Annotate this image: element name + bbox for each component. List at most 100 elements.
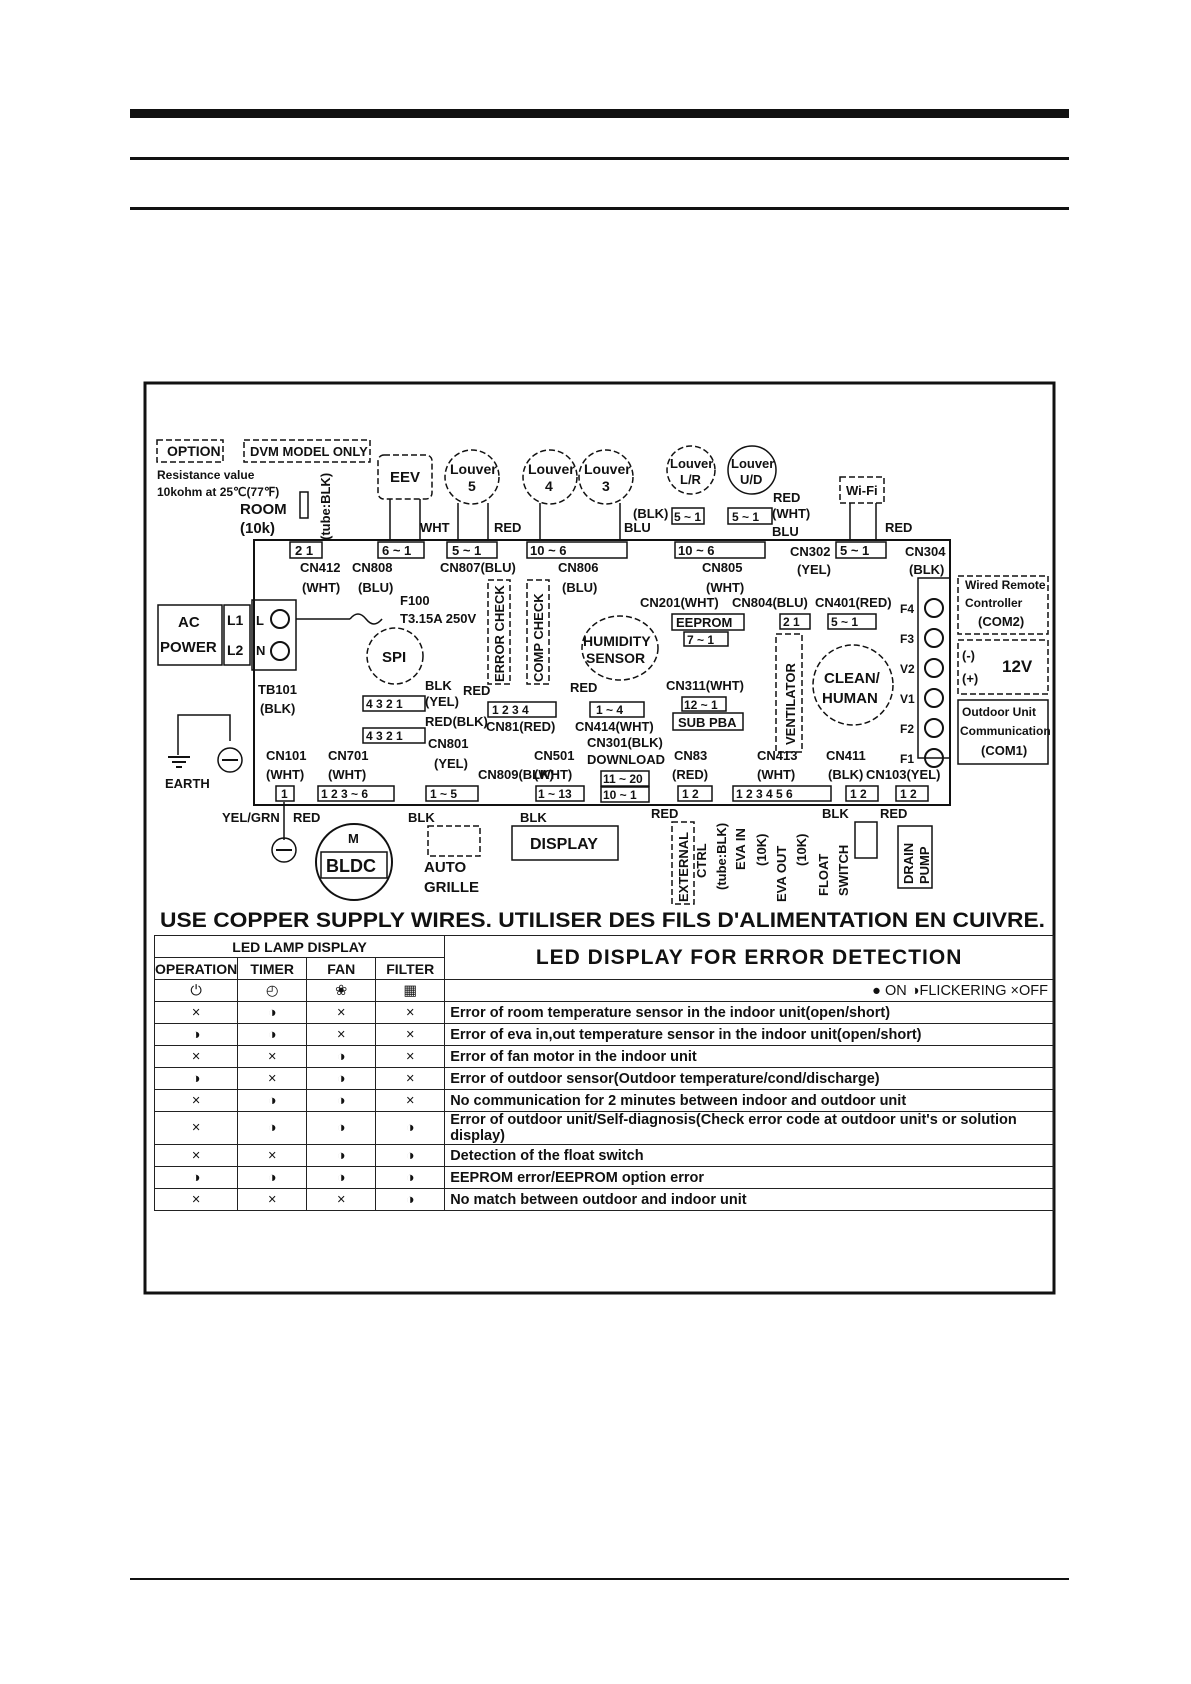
filter-state: ×	[375, 1067, 446, 1090]
terminal-label: F1	[900, 752, 914, 766]
dc-12v: 12V	[1002, 657, 1033, 676]
ventilator-label: VENTILATOR	[783, 663, 798, 745]
cn81-pins: 1 2 3 4	[492, 703, 529, 717]
timer-state: ◑	[237, 1111, 308, 1145]
timer-state: ×	[237, 1067, 308, 1090]
room-10k-label: (10k)	[240, 520, 275, 537]
cn304-label: CN304	[905, 544, 946, 559]
eva-out-label: EVA OUT	[774, 846, 789, 902]
comp-check-label: COMP CHECK	[531, 593, 546, 682]
col-timer: TIMER	[237, 957, 308, 980]
cn103-label: CN103(YEL)	[866, 767, 940, 782]
bldc-label: BLDC	[326, 856, 376, 876]
louver4-num: 4	[545, 478, 553, 494]
copper-wire-warning: USE COPPER SUPPLY WIRES. UTILISER DES FI…	[160, 909, 1045, 932]
dc-minus: (-)	[962, 648, 975, 663]
option-label: OPTION	[167, 443, 221, 459]
auto-grille-2: GRILLE	[424, 879, 479, 896]
cn809-pins: 1 ~ 5	[430, 787, 457, 801]
spi-redblk: RED(BLK)	[425, 714, 488, 729]
louver5-num: 5	[468, 478, 476, 494]
col-filter: FILTER	[375, 957, 446, 980]
louver5-red: RED	[494, 520, 521, 535]
terminal-screw	[924, 688, 944, 708]
fan-state: ◑	[306, 1067, 377, 1090]
cn302-pins: 5 ~ 1	[840, 543, 869, 558]
cn302-color: (YEL)	[797, 562, 831, 577]
terminal-label: F4	[900, 602, 914, 616]
operation-state: ×	[153, 1111, 239, 1145]
cn101-pins: 1	[281, 787, 288, 801]
fan-state: ×	[306, 1001, 377, 1024]
louver5-pins: 5 ~ 1	[452, 543, 481, 558]
operation-state: ◑	[153, 1023, 239, 1046]
filter-state: ◑	[375, 1166, 446, 1189]
louver-blk: (BLK)	[633, 506, 668, 521]
diagram-frame	[143, 381, 1056, 1295]
fan-icon: ❀	[306, 979, 377, 1002]
cn302-label: CN302	[790, 544, 830, 559]
second-thin-rule	[130, 207, 1069, 210]
cn301-download: DOWNLOAD	[587, 752, 665, 767]
auto-blk: BLK	[408, 810, 435, 825]
wifi-red: RED	[885, 520, 912, 535]
tb101-label: TB101	[258, 682, 297, 697]
error-description: Error of fan motor in the indoor unit	[444, 1045, 1054, 1068]
resistance-label-2: 10kohm at 25℃(77℉)	[157, 485, 279, 499]
error-description: Detection of the float switch	[444, 1144, 1054, 1167]
louver-ud-label: Louver	[731, 456, 774, 471]
table-legend: ● ON ◑FLICKERING ×OFF	[444, 979, 1054, 1002]
cn412-pins: 2 1	[295, 543, 313, 558]
ac-power-2: POWER	[160, 639, 217, 656]
tube-blk-label: (tube:BLK)	[318, 473, 333, 540]
cn81-label: CN81(RED)	[486, 719, 555, 734]
louver-ud-pins: 5 ~ 1	[732, 510, 759, 524]
tb-n: N	[256, 643, 265, 658]
motor-red: RED	[293, 810, 320, 825]
cn103-pins: 1 2	[900, 787, 917, 801]
error-description: No match between outdoor and indoor unit	[444, 1188, 1054, 1211]
external-label: EXTERNAL	[676, 832, 691, 902]
louver3-num: 3	[602, 478, 610, 494]
cn805-pins: 10 ~ 6	[678, 543, 715, 558]
odu-comm-1: Outdoor Unit	[962, 705, 1036, 719]
fan-state: ×	[306, 1188, 377, 1211]
table-row: ×◑◑×No communication for 2 minutes betwe…	[153, 1089, 1054, 1112]
cn807-label: CN807(BLU)	[440, 560, 516, 575]
spi-pins-b: 4 3 2 1	[366, 729, 403, 743]
cn801-color: (YEL)	[434, 756, 468, 771]
f100-label: F100	[400, 593, 430, 608]
tube-blk-eva: (tube:BLK)	[714, 823, 729, 890]
timer-state: ×	[237, 1188, 308, 1211]
error-description: Error of eva in,out temperature sensor i…	[444, 1023, 1054, 1046]
earth-label: EARTH	[165, 776, 210, 791]
error-check-label: ERROR CHECK	[492, 585, 507, 682]
drain-red: RED	[880, 806, 907, 821]
auto-grille-1: AUTO	[424, 859, 467, 876]
error-description: No communication for 2 minutes between i…	[444, 1089, 1054, 1112]
error-rows: ×◑××Error of room temperature sensor in …	[153, 1001, 1054, 1211]
external-red: RED	[651, 806, 678, 821]
louver-ud-red: RED	[773, 490, 800, 505]
eva-in-label: EVA IN	[733, 828, 748, 870]
terminal-screw	[924, 628, 944, 648]
dc-plus: (+)	[962, 671, 978, 686]
eev-wht: WHT	[420, 520, 450, 535]
cn411-color: (BLK)	[828, 767, 863, 782]
filter-icon: ▦	[375, 979, 446, 1002]
ac-l2: L2	[227, 642, 244, 658]
ac-l1: L1	[227, 612, 244, 628]
cn804-pins: 2 1	[783, 615, 800, 629]
timer-icon: ◴	[237, 979, 308, 1002]
operation-state: ◑	[153, 1067, 239, 1090]
room-sensor-label: ROOM	[240, 501, 287, 518]
timer-state: ◑	[237, 1023, 308, 1046]
display-blk: BLK	[520, 810, 547, 825]
filter-state: ×	[375, 1001, 446, 1024]
fan-state: ◑	[306, 1144, 377, 1167]
table-row: ××◑×Error of fan motor in the indoor uni…	[153, 1045, 1054, 1068]
cn413-pins: 1 2 3 4 5 6	[736, 787, 793, 801]
cn412-color: (WHT)	[302, 580, 340, 595]
cn411-label: CN411	[826, 748, 866, 763]
fuse-rating: T3.15A 250V	[400, 611, 476, 626]
